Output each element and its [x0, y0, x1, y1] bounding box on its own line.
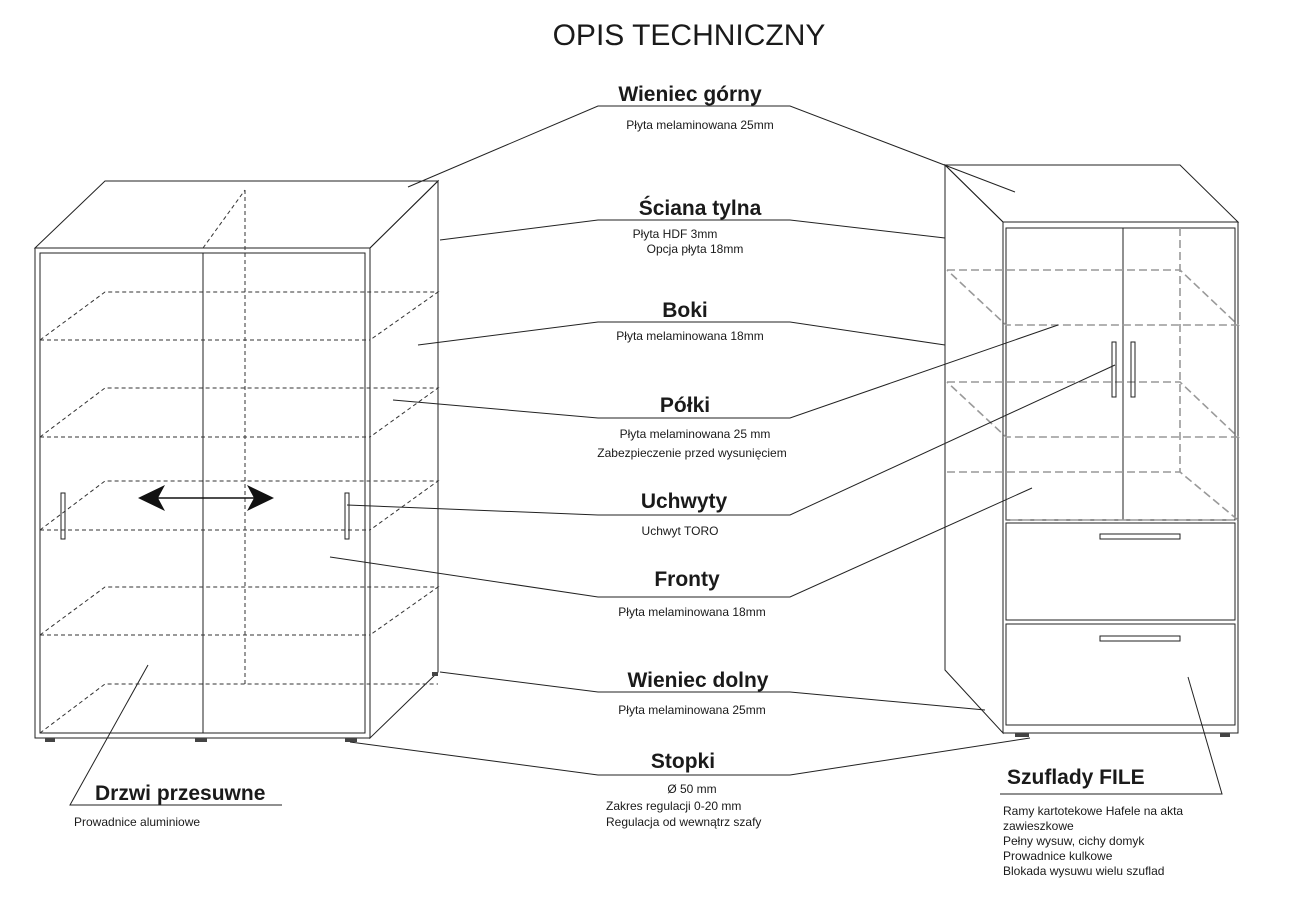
label-text: Opcja płyta 18mm	[647, 242, 744, 256]
label-heading: Wieniec górny	[618, 83, 762, 106]
label-text: Uchwyt TORO	[642, 524, 719, 538]
label-polki: Półki Płyta melaminowana 25 mm Zabezpiec…	[597, 394, 786, 460]
label-sciana-tylna: Ściana tylna Płyta HDF 3mm Opcja płyta 1…	[633, 196, 762, 256]
diagram-title: OPIS TECHNICZNY	[553, 19, 826, 52]
label-wieniec-dolny: Wieniec dolny Płyta melaminowana 25mm	[618, 669, 769, 717]
label-text: Regulacja od wewnątrz szafy	[606, 815, 761, 829]
label-text: Płyta melaminowana 25mm	[618, 703, 765, 717]
label-boki: Boki Płyta melaminowana 18mm	[616, 299, 763, 343]
label-stopki: Stopki Ø 50 mm Zakres regulacji 0-20 mm …	[606, 750, 761, 829]
label-text: Blokada wysuwu wielu szuflad	[1003, 864, 1164, 878]
label-heading: Półki	[660, 394, 710, 417]
label-heading: Drzwi przesuwne	[95, 782, 265, 805]
label-szuflady-file: Szuflady FILE Ramy kartotekowe Hafele na…	[1003, 766, 1183, 878]
label-heading: Uchwyty	[641, 490, 728, 513]
shelves	[39, 189, 440, 734]
label-text: Prowadnice aluminiowe	[74, 815, 200, 829]
door-handle-right	[344, 492, 350, 540]
label-fronty: Fronty Płyta melaminowana 18mm	[618, 568, 765, 619]
label-drzwi-przesuwne: Drzwi przesuwne Prowadnice aluminiowe	[74, 782, 265, 829]
label-uchwyty: Uchwyty Uchwyt TORO	[641, 490, 728, 538]
label-text: Płyta melaminowana 25mm	[626, 118, 773, 132]
label-wieniec-gorny: Wieniec górny Płyta melaminowana 25mm	[618, 83, 773, 132]
label-text: Pełny wysuw, cichy domyk	[1003, 834, 1145, 848]
leader-lines	[69, 105, 1223, 806]
label-heading: Fronty	[654, 568, 720, 591]
sliding-arrow-icon	[138, 485, 274, 511]
label-heading: Szuflady FILE	[1007, 766, 1145, 789]
label-text: Płyta melaminowana 25 mm	[620, 427, 771, 441]
sliding-door-cabinet	[33, 179, 440, 742]
label-heading: Boki	[662, 299, 708, 322]
label-text: Płyta melaminowana 18mm	[616, 329, 763, 343]
label-text: Ramy kartotekowe Hafele na akta	[1003, 804, 1183, 818]
label-text: zawieszkowe	[1003, 819, 1074, 833]
label-text: Zakres regulacji 0-20 mm	[606, 799, 741, 813]
label-text: Płyta HDF 3mm	[633, 227, 718, 241]
label-text: Płyta melaminowana 18mm	[618, 605, 765, 619]
drawer-cabinet	[943, 163, 1241, 737]
label-heading: Wieniec dolny	[627, 669, 768, 692]
label-heading: Stopki	[651, 750, 715, 773]
label-text: Zabezpieczenie przed wysunięciem	[597, 446, 786, 460]
label-text: Ø 50 mm	[667, 782, 716, 796]
label-heading: Ściana tylna	[639, 196, 762, 220]
label-text: Prowadnice kulkowe	[1003, 849, 1113, 863]
door-handle-left	[60, 492, 66, 540]
